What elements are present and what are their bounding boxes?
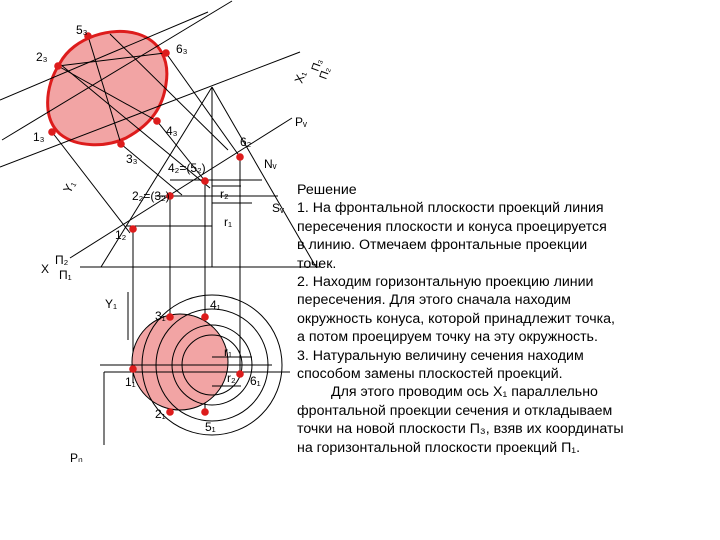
transfer-line-2 — [59, 63, 211, 189]
solution-line: пересечения. Для этого сначала находим — [297, 292, 571, 309]
label-1-3: 1₃ — [33, 130, 45, 144]
label-axis-x1: X₁ — [292, 69, 309, 85]
solution-line: окружность конуса, которой принадлежит т… — [297, 310, 615, 327]
true-size-section — [46, 29, 169, 147]
point-1-1 — [129, 365, 137, 373]
diagonal-2 — [0, 11, 209, 101]
point-6-2 — [236, 153, 244, 161]
solution-line-indented: Для этого проводим ось X₁ параллельно — [331, 384, 598, 401]
label-3-3: 3₃ — [126, 152, 138, 166]
horizontal-section-filled — [131, 313, 229, 411]
label-2-2: 2₂=(3₂) — [132, 189, 170, 203]
solution-line: пересечения плоскости и конуса проецируе… — [297, 218, 607, 235]
label-5-3: 5₃ — [76, 23, 88, 37]
label-pv: Pᵥ — [295, 115, 307, 129]
diagonal-1 — [1, 0, 233, 141]
point-3-1 — [166, 313, 174, 321]
section-chord-2-6 — [57, 52, 166, 67]
point-4-2 — [201, 177, 209, 185]
label-5-1: 5₁ — [205, 420, 216, 434]
label-r2-top: r₂ — [220, 187, 229, 201]
cone-right-generatrix — [211, 86, 317, 268]
point-4-1 — [201, 313, 209, 321]
label-1-1: 1₁ — [125, 375, 136, 389]
axis-x1 — [0, 51, 301, 168]
label-x-p2: П₂ — [55, 253, 69, 267]
solution-line: 3. Натуральную величину сечения находим — [297, 347, 584, 364]
solution-heading: Решение — [297, 182, 357, 198]
solution-line: 2. Находим горизонтальную проекцию линии — [297, 274, 594, 291]
label-2-1: 2₁ — [155, 407, 166, 421]
label-1-2: 1₂ — [115, 228, 127, 242]
section-chord-2-4 — [57, 65, 158, 122]
label-nv: Nᵥ — [264, 157, 277, 171]
label-x: X — [41, 262, 49, 276]
transfer-line-6 — [165, 52, 241, 158]
label-axis-x1-p2: П₂ — [318, 65, 333, 81]
point-5-3 — [84, 32, 92, 40]
label-r2-bottom: r₂ — [227, 371, 236, 385]
solution-line: точки на новой плоскости П₃, взяв их коо… — [297, 421, 624, 438]
solution-line: 1. На фронтальной плоскости проекций лин… — [297, 200, 604, 217]
transfer-line-1 — [51, 131, 131, 234]
auxiliary-lines — [0, 0, 301, 234]
point-2-3 — [54, 62, 62, 70]
point-3-3 — [117, 140, 125, 148]
label-sv: Sᵥ — [272, 201, 284, 215]
solution-text: Решение 1. На фронтальной плоскости прое… — [297, 181, 707, 457]
label-6-3: 6₃ — [176, 42, 188, 56]
points — [48, 32, 244, 416]
section-chord-5-1 — [87, 35, 122, 145]
point-2-1 — [166, 408, 174, 416]
point-2-2 — [166, 192, 174, 200]
label-4-1: 4₁ — [210, 298, 221, 312]
label-4-2: 4₂=(5₂) — [168, 161, 206, 175]
cone-left-generatrix — [100, 86, 213, 268]
drawing-labels: 5₃ 2₃ 6₃ 1₃ 4₃ 3₃ X₁ П₃ П₂ Pᵥ Nᵥ Sᵥ 6₂ 4… — [33, 23, 333, 465]
solution-line: в линию. Отмечаем фронтальные проекции — [297, 237, 588, 254]
label-ph: Pₙ — [70, 451, 83, 465]
label-3-1: 3₁ — [155, 309, 166, 323]
point-6-1 — [236, 370, 244, 378]
label-x-p1: П₁ — [59, 268, 72, 282]
point-5-1 — [201, 408, 209, 416]
label-r1-top: r₁ — [224, 215, 232, 229]
solution-line: способом замены плоскостей проекций. — [297, 366, 563, 383]
transfer-line-4 — [156, 120, 206, 182]
label-axis-x1-p3: П₃ — [310, 57, 326, 73]
label-6-1: 6₁ — [250, 374, 261, 388]
label-6-2: 6₂ — [240, 135, 252, 149]
front-projection — [69, 86, 320, 268]
label-4-3: 4₃ — [166, 124, 178, 138]
transfer-line-5 — [109, 33, 229, 151]
solution-line: фронтальной проекции сечения и откладыва… — [297, 402, 613, 419]
plane-pv-trace — [69, 117, 293, 259]
horizontal-projection — [100, 294, 290, 436]
label-r1-bottom: r₁ — [224, 345, 232, 359]
label-y1: Y₁ — [105, 297, 117, 311]
point-4-3 — [153, 117, 161, 125]
transfer-line-3 — [120, 143, 183, 196]
solution-line: а потом проецируем точку на эту окружнос… — [297, 329, 598, 346]
point-1-2 — [129, 225, 137, 233]
point-1-3 — [48, 128, 56, 136]
label-2-3: 2₃ — [36, 50, 48, 64]
true-size-section-shape — [46, 29, 169, 147]
solution-line: на горизонтальной плоскости проекций П₁. — [297, 439, 581, 456]
label-y1-diag: Y₁ — [60, 178, 78, 195]
solution-line: точек. — [297, 255, 337, 272]
point-6-3 — [162, 49, 170, 57]
